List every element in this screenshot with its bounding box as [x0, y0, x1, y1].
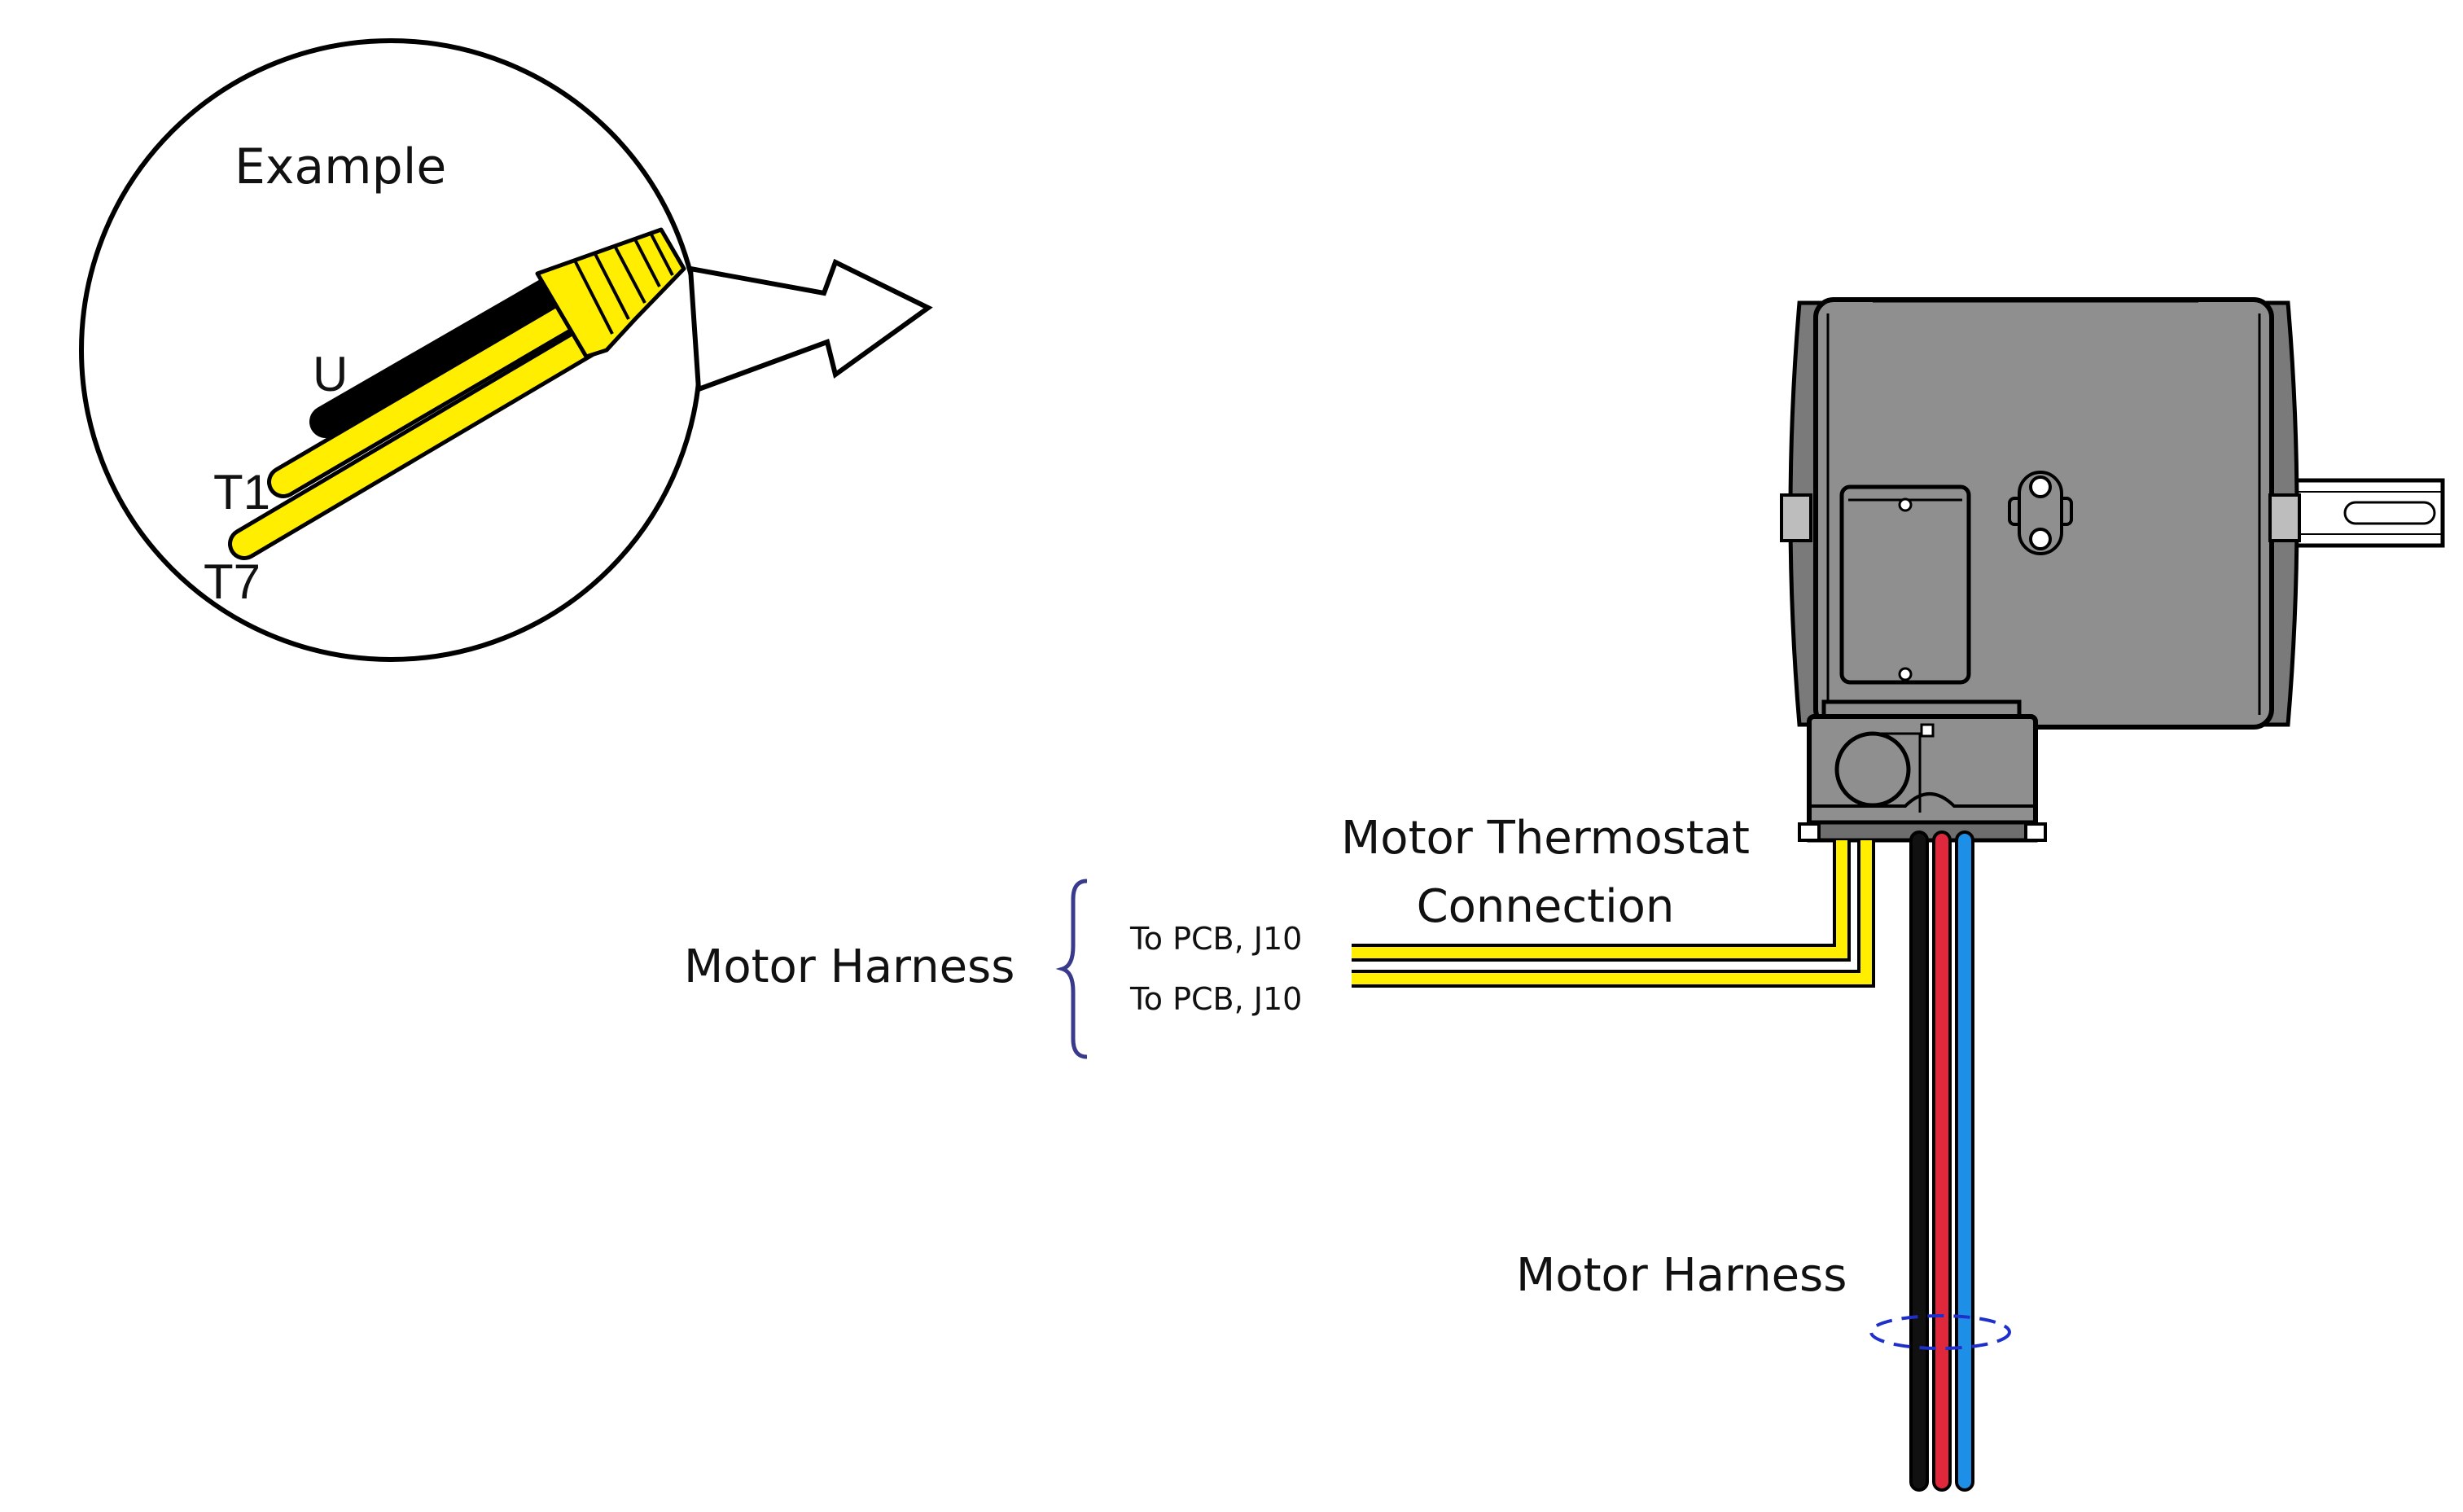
motor-harness-wires — [1869, 831, 2011, 1492]
pcb-label-top: To PCB, J10 — [1129, 921, 1302, 957]
thermostat-wire-lower — [1352, 840, 1872, 984]
inset-wire-t7 — [232, 330, 598, 556]
callout-arrow — [687, 258, 933, 393]
inset-label-u: U — [313, 347, 348, 401]
inset-label-t7: T7 — [204, 554, 261, 609]
pcb-label-bottom: To PCB, J10 — [1129, 981, 1302, 1017]
inset-wire-u — [309, 265, 586, 438]
cable-tie-icon — [1869, 1314, 2011, 1350]
wire-nut-icon — [535, 227, 686, 359]
example-inset: Example U T1 T7 — [79, 38, 933, 662]
thermostat-label-line1: Motor Thermostat — [1341, 812, 1750, 865]
harness-brace — [1055, 879, 1088, 1059]
motor-shaft — [2294, 478, 2445, 548]
motor-cover-plate — [1839, 484, 1971, 685]
thermostat-leads — [1352, 840, 1875, 988]
capacitor-clip-icon — [2008, 471, 2073, 555]
harness-label-left: Motor Harness — [684, 940, 1015, 993]
inset-title: Example — [234, 138, 446, 195]
thermostat-label-line2: Connection — [1417, 880, 1675, 933]
harness-label-bottom: Motor Harness — [1516, 1249, 1847, 1302]
junction-box — [1798, 699, 2047, 843]
motor — [1780, 297, 2445, 843]
inset-label-t1: T1 — [213, 465, 270, 519]
inset-wire-t1 — [271, 297, 590, 494]
thermostat-wire-upper — [1352, 840, 1847, 958]
